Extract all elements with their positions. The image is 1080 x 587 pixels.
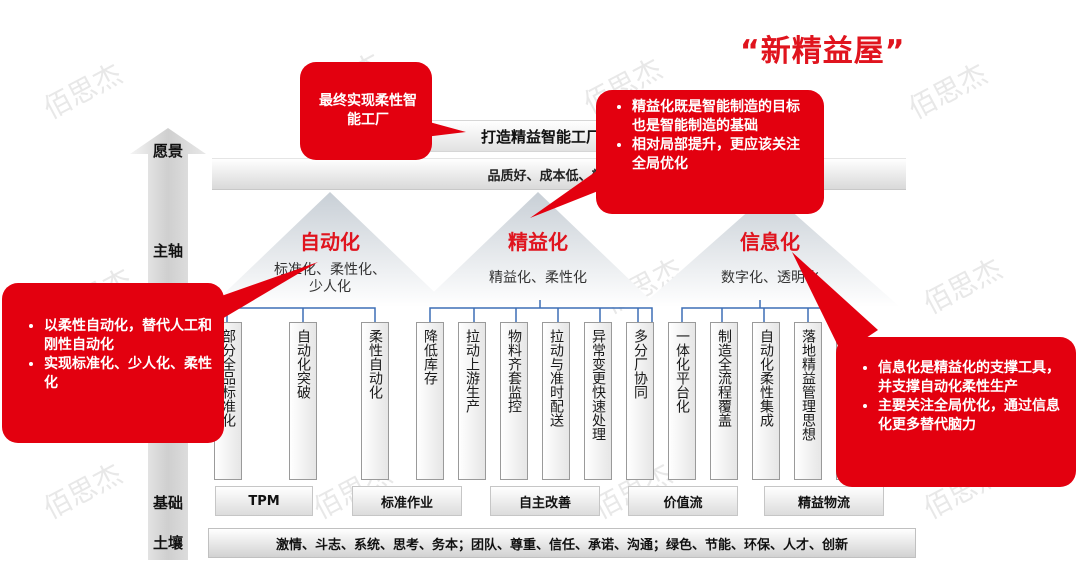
pillar-bracket-info (681, 300, 853, 323)
soil-bar: 激情、斗志、系统、思考、务本；团队、尊重、信任、承诺、沟通；绿色、节能、环保、人… (208, 528, 916, 558)
callout-lean-point: 精益化既是智能制造的目标也是智能制造的基础 (632, 98, 812, 136)
pillar-subtitle-lean: 精益化、柔性化 (458, 270, 618, 287)
foundation-item-lean-logistics: 精益物流 (764, 486, 884, 516)
page-title: “新精益屋” (740, 34, 906, 69)
pillar-arrow-info-icon (640, 192, 900, 307)
callout-tail-automation-icon (210, 262, 318, 326)
soil-text: 激情、斗志、系统、思考、务本；团队、尊重、信任、承诺、沟通；绿色、节能、环保、人… (275, 537, 848, 553)
column-item: 多分厂协同 (626, 322, 654, 480)
column-item: 拉动与准时配送 (542, 322, 570, 480)
axis-label-vision: 愿景 (152, 142, 183, 160)
column-label: 制造全流程覆盖 (716, 329, 732, 427)
callout-info: 信息化是精益化的支撑工具，并支撑自动化柔性生产 主要关注全局优化，通过信息化更多… (836, 337, 1076, 487)
column-label: 部分全品标准化 (220, 329, 236, 427)
column-label: 异常变更快速处理 (590, 329, 606, 441)
pillar-bracket-lean (429, 300, 653, 323)
column-item: 自动化柔性集成 (752, 322, 780, 480)
column-item: 降低库存 (416, 322, 444, 480)
column-label: 物料齐套监控 (506, 329, 522, 413)
foundation-label: TPM (248, 493, 280, 509)
callout-goal: 最终实现柔性智能工厂 (300, 62, 432, 160)
pillar-subtitle-line: 数字化、透明化 (721, 270, 819, 286)
pillar-title-lean: 精益化 (508, 230, 568, 254)
column-label: 降低库存 (422, 329, 438, 385)
foundation-label: 自主改善 (518, 495, 571, 511)
column-item: 一体化平台化 (668, 322, 696, 480)
column-label: 多分厂协同 (632, 329, 648, 399)
foundation-label: 标准作业 (380, 495, 433, 511)
watermark: 佰思杰 (917, 252, 1008, 321)
pillar-subtitle-line: 标准化、柔性化、 (274, 262, 386, 278)
callout-info-point: 信息化是精益化的支撑工具，并支撑自动化柔性生产 (878, 359, 1066, 397)
column-label: 拉动上游生产 (464, 329, 480, 413)
callout-automation-point: 实现标准化、少人化、柔性化 (44, 355, 214, 393)
column-label: 柔性自动化 (367, 329, 383, 399)
watermark: 佰思杰 (902, 57, 993, 126)
column-label: 落地精益管理思想 (800, 329, 816, 441)
pillar-title-info: 信息化 (740, 230, 800, 254)
callout-automation: 以柔性自动化，替代人工和刚性自动化 实现标准化、少人化、柔性化 (2, 283, 224, 443)
callout-lean-point: 相对局部提升，更应该关注全局优化 (632, 136, 812, 174)
column-item: 制造全流程覆盖 (710, 322, 738, 480)
pillar-subtitle-automation: 标准化、柔性化、 少人化 (250, 262, 410, 296)
foundation-item-tpm: TPM (215, 486, 313, 516)
callout-info-point: 主要关注全局优化，通过信息化更多替代脑力 (878, 397, 1066, 435)
axis-label-soil: 土壤 (152, 534, 183, 552)
pillar-subtitle-info: 数字化、透明化 (690, 270, 850, 287)
pillar-subtitle-line: 精益化、柔性化 (489, 270, 587, 286)
axis-label-main-axis: 主轴 (152, 242, 183, 260)
column-item: 拉动上游生产 (458, 322, 486, 480)
watermark: 佰思杰 (37, 457, 128, 526)
column-item: 自动化突破 (289, 322, 317, 480)
watermark: 佰思杰 (37, 57, 128, 126)
roof-vision-text: 打造精益智能工厂 (480, 127, 601, 146)
axis-label-foundation: 基础 (152, 494, 183, 512)
column-label: 一体化平台化 (674, 329, 690, 413)
foundation-item-value-stream: 价值流 (628, 486, 738, 516)
column-item: 柔性自动化 (361, 322, 389, 480)
callout-goal-text: 最终实现柔性智能工厂 (319, 93, 417, 128)
pillar-arrow-lean-icon (418, 192, 658, 307)
foundation-label: 价值流 (663, 495, 703, 511)
pillar-title-automation: 自动化 (300, 230, 360, 254)
foundation-label: 精益物流 (797, 495, 850, 511)
callout-automation-point: 以柔性自动化，替代人工和刚性自动化 (44, 317, 214, 355)
pillar-arrow-automation-icon (210, 192, 450, 307)
column-item: 物料齐套监控 (500, 322, 528, 480)
pillar-subtitle-line: 少人化 (309, 279, 351, 295)
column-label: 拉动与准时配送 (548, 329, 564, 427)
column-item: 异常变更快速处理 (584, 322, 612, 480)
column-label: 自动化柔性集成 (758, 329, 774, 427)
column-item: 落地精益管理思想 (794, 322, 822, 480)
column-label: 自动化突破 (295, 329, 311, 399)
foundation-item-kaizen: 自主改善 (490, 486, 600, 516)
callout-lean: 精益化既是智能制造的目标也是智能制造的基础 相对局部提升，更应该关注全局优化 (596, 90, 824, 214)
foundation-item-standard-work: 标准作业 (352, 486, 462, 516)
callout-tail-info-icon (792, 252, 878, 354)
